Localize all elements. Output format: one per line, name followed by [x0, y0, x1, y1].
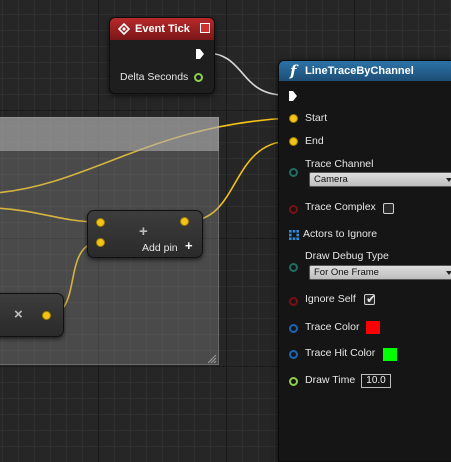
draw-debug-type-pin[interactable]	[289, 263, 298, 272]
array-out-pin[interactable]	[180, 217, 189, 226]
ignore-self-checkbox[interactable]: ✔	[364, 292, 377, 306]
chevron-down-icon	[446, 271, 451, 275]
trace-channel-label: Trace Channel	[305, 158, 374, 170]
start-pin[interactable]	[289, 114, 298, 123]
trace-channel-pin[interactable]	[289, 168, 298, 177]
add-pin-icon[interactable]: +	[185, 238, 193, 253]
event-tick-title: Event Tick	[135, 23, 190, 35]
trace-channel-value: Camera	[314, 174, 348, 185]
array-grid-icon[interactable]	[289, 230, 299, 240]
array-in-pin-0[interactable]	[96, 218, 105, 227]
add-pin-label[interactable]: Add pin	[142, 242, 178, 254]
exec-out-pin[interactable]	[195, 48, 205, 60]
multiply-icon: ×	[14, 306, 23, 323]
line-trace-by-channel-node[interactable]: f LineTraceByChannel Start End Trace Cha…	[278, 60, 451, 462]
actors-to-ignore-label: Actors to Ignore	[303, 228, 378, 240]
end-pin[interactable]	[289, 137, 298, 146]
function-icon: f	[290, 62, 297, 80]
exec-wire[interactable]	[205, 52, 285, 96]
stop-icon	[200, 23, 210, 33]
draw-debug-type-value: For One Frame	[314, 267, 379, 278]
event-diamond-icon	[118, 23, 130, 35]
event-tick-header[interactable]: Event Tick	[110, 18, 214, 40]
trace-hit-color-label: Trace Hit Color	[305, 347, 376, 359]
delta-seconds-pin[interactable]	[194, 73, 203, 82]
trace-hit-color-pin[interactable]	[289, 350, 298, 359]
trace-color-label: Trace Color	[305, 321, 360, 333]
array-in-pin-1[interactable]	[96, 238, 105, 247]
make-array-node[interactable]: + Add pin +	[87, 210, 203, 258]
line-trace-header[interactable]: f LineTraceByChannel	[279, 61, 451, 81]
trace-color-pin[interactable]	[289, 324, 298, 333]
trace-complex-pin[interactable]	[289, 205, 298, 214]
multiply-node[interactable]: ×	[0, 293, 64, 337]
draw-time-pin[interactable]	[289, 377, 298, 386]
delta-seconds-label: Delta Seconds	[120, 71, 189, 83]
start-label: Start	[305, 112, 328, 124]
event-tick-node[interactable]: Event Tick Delta Seconds	[109, 17, 215, 94]
trace-complex-checkbox[interactable]	[383, 203, 394, 214]
exec-in-pin[interactable]	[288, 90, 298, 102]
ignore-self-pin[interactable]	[289, 297, 298, 306]
draw-time-label: Draw Time	[305, 374, 356, 386]
ignore-self-label: Ignore Self	[305, 293, 356, 305]
comment-header[interactable]	[0, 117, 219, 151]
draw-debug-type-label: Draw Debug Type	[305, 250, 389, 262]
checkmark-icon: ✔	[366, 292, 377, 306]
trace-hit-color-swatch[interactable]	[383, 348, 397, 361]
trace-complex-label: Trace Complex	[305, 201, 376, 213]
plus-icon: +	[139, 223, 148, 240]
trace-color-swatch[interactable]	[366, 321, 380, 334]
resize-grip-icon[interactable]	[205, 352, 217, 364]
multiply-out-pin[interactable]	[42, 311, 51, 320]
draw-time-input[interactable]: 10.0	[361, 374, 391, 388]
line-trace-title: LineTraceByChannel	[305, 65, 414, 77]
chevron-down-icon	[446, 178, 451, 182]
trace-channel-dropdown[interactable]: Camera	[309, 172, 451, 187]
draw-debug-type-dropdown[interactable]: For One Frame	[309, 265, 451, 280]
end-label: End	[305, 135, 324, 147]
